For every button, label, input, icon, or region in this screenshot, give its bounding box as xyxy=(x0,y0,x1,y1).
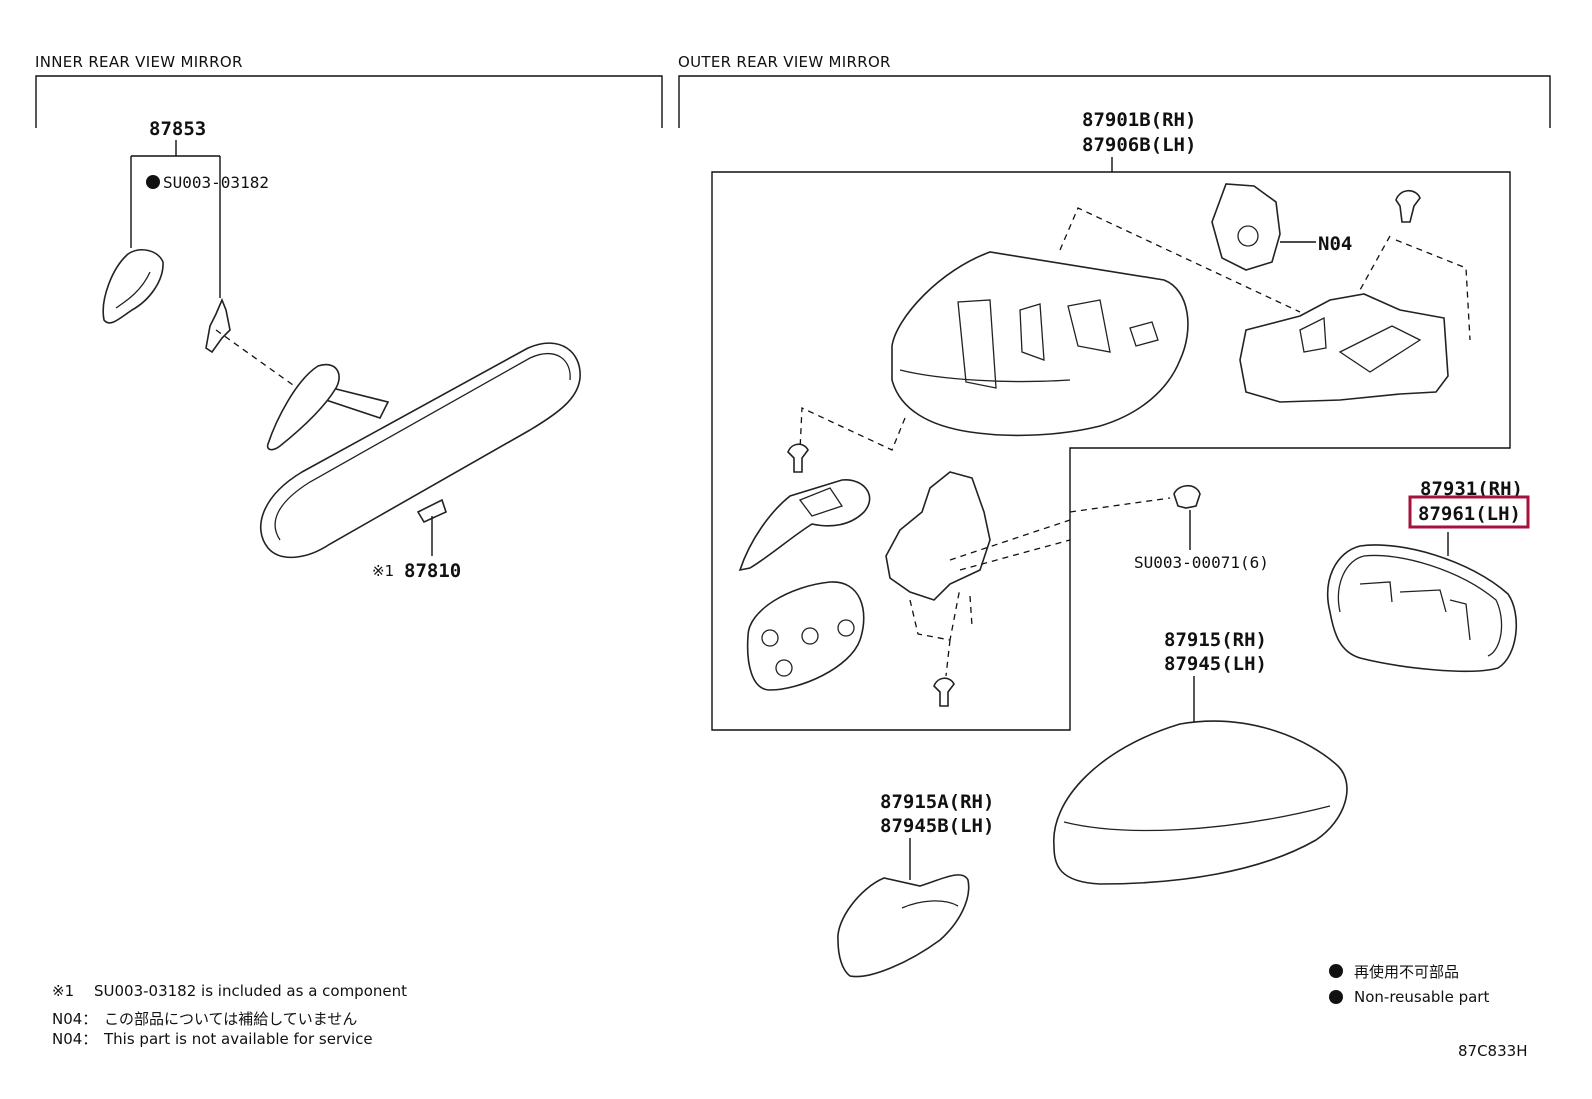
pad-hole-1 xyxy=(761,629,779,647)
mark-ref-1: ※1 xyxy=(372,562,394,580)
legend-dot-jp xyxy=(1329,964,1343,978)
mirror-cover-part-outer[interactable] xyxy=(1053,720,1348,885)
part-number-87853[interactable]: 87853 xyxy=(149,118,206,140)
legend-nonreusable-jp: 再使用不可部品 xyxy=(1354,963,1459,981)
assembly-bracket xyxy=(130,140,221,298)
part-number-87915[interactable]: 87915(RH) xyxy=(1164,629,1267,651)
housing-internals xyxy=(957,299,1159,389)
note1-text: SU003-03182 is included as a component xyxy=(94,982,407,1000)
screw-guide-line xyxy=(1359,235,1471,341)
note-n04-text-jp: この部品については補給していません xyxy=(104,1010,357,1028)
pad-hole-2 xyxy=(801,627,819,645)
lower-cover-part[interactable] xyxy=(837,874,970,978)
screw-su003-00071-icon[interactable] xyxy=(1173,484,1201,509)
screw-left-icon xyxy=(787,443,809,473)
part-number-87915a[interactable]: 87915A(RH) xyxy=(880,791,994,813)
hinge-to-screw-line xyxy=(949,519,1071,571)
inner-mirror-rim xyxy=(274,352,571,541)
inner-mirror-body[interactable] xyxy=(259,342,581,559)
legend-dot-en xyxy=(1329,990,1343,1004)
glass-details xyxy=(1359,581,1471,641)
actuator-guide-line xyxy=(1059,207,1301,313)
part-number-87810[interactable]: 87810 xyxy=(404,560,461,582)
footnotes: ※1 SU003-03182 is included as a componen… xyxy=(52,982,407,1048)
n04-label[interactable]: N04 xyxy=(1318,233,1352,255)
inner-section-bracket xyxy=(35,75,663,128)
n04-part[interactable] xyxy=(1211,183,1281,271)
note-n04-label-jp: N04： xyxy=(52,1010,97,1028)
note-n04-label-en: N04： xyxy=(52,1030,97,1048)
part-number-su003-00071[interactable]: SU003-00071(6) xyxy=(1134,553,1269,572)
part-number-87945[interactable]: 87945(LH) xyxy=(1164,653,1267,675)
highlight-box xyxy=(1408,495,1530,529)
hinge-bottom-line xyxy=(945,639,951,677)
legend-nonreusable-en: Non-reusable part xyxy=(1354,988,1489,1006)
screw-guide-right xyxy=(1069,497,1171,513)
mirror-tab xyxy=(416,498,447,524)
actuator-details xyxy=(1299,316,1422,373)
actuator-part[interactable] xyxy=(1239,293,1449,403)
screw-bottom-icon xyxy=(933,677,955,707)
mirror-stem xyxy=(324,387,390,419)
part-number-87931[interactable]: 87931(RH) xyxy=(1420,478,1523,500)
legend: 再使用不可部品 Non-reusable part xyxy=(1329,963,1489,1006)
hinge-guide-line xyxy=(909,587,973,641)
glass-rim xyxy=(1337,554,1503,657)
pad-hole-4 xyxy=(775,659,793,677)
mirror-base-pad[interactable] xyxy=(746,581,865,691)
pad-hole-3 xyxy=(837,619,855,637)
mirror-bracket-part[interactable] xyxy=(738,479,871,572)
lower-cover-detail xyxy=(901,900,959,909)
screw-top-icon xyxy=(1395,189,1421,223)
note1-mark: ※1 xyxy=(52,982,74,1000)
mirror-cover-detail xyxy=(115,271,151,309)
outer-section-title: OUTER REAR VIEW MIRROR xyxy=(678,53,891,71)
n04-hole xyxy=(1237,225,1259,247)
outer-assembly-frame xyxy=(711,171,1511,731)
inner-mirror-section: INNER REAR VIEW MIRROR 87853 SU003-03182… xyxy=(35,53,663,582)
mirror-cover-part[interactable] xyxy=(102,249,164,324)
mirror-housing-part[interactable] xyxy=(891,251,1189,437)
bracket-detail xyxy=(798,487,844,517)
figure-code: 87C833H xyxy=(1458,1042,1527,1060)
outer-mirror-section: OUTER REAR VIEW MIRROR 87901B(RH) 87906B… xyxy=(678,53,1551,978)
inner-section-title: INNER REAR VIEW MIRROR xyxy=(35,53,243,71)
nonreusable-dot xyxy=(146,175,160,189)
housing-edge xyxy=(899,369,1071,383)
mirror-mount[interactable] xyxy=(266,363,340,451)
bracket-guide-line xyxy=(799,407,906,451)
part-number-87961[interactable]: 87961(LH) xyxy=(1418,503,1521,525)
cover-edge xyxy=(1063,805,1331,832)
part-number-87945b[interactable]: 87945B(LH) xyxy=(880,815,994,837)
mirror-glass-part[interactable] xyxy=(1326,544,1518,673)
outer-section-bracket xyxy=(678,75,1551,128)
part-number-87906b[interactable]: 87906B(LH) xyxy=(1082,134,1196,156)
part-number-su003-03182[interactable]: SU003-03182 xyxy=(163,173,269,192)
clip-part[interactable] xyxy=(205,297,231,354)
part-number-87901b[interactable]: 87901B(RH) xyxy=(1082,109,1196,131)
clip-guide-line xyxy=(215,329,301,391)
mirror-hinge-part[interactable] xyxy=(885,471,991,601)
note-n04-text-en: This part is not available for service xyxy=(103,1030,373,1048)
